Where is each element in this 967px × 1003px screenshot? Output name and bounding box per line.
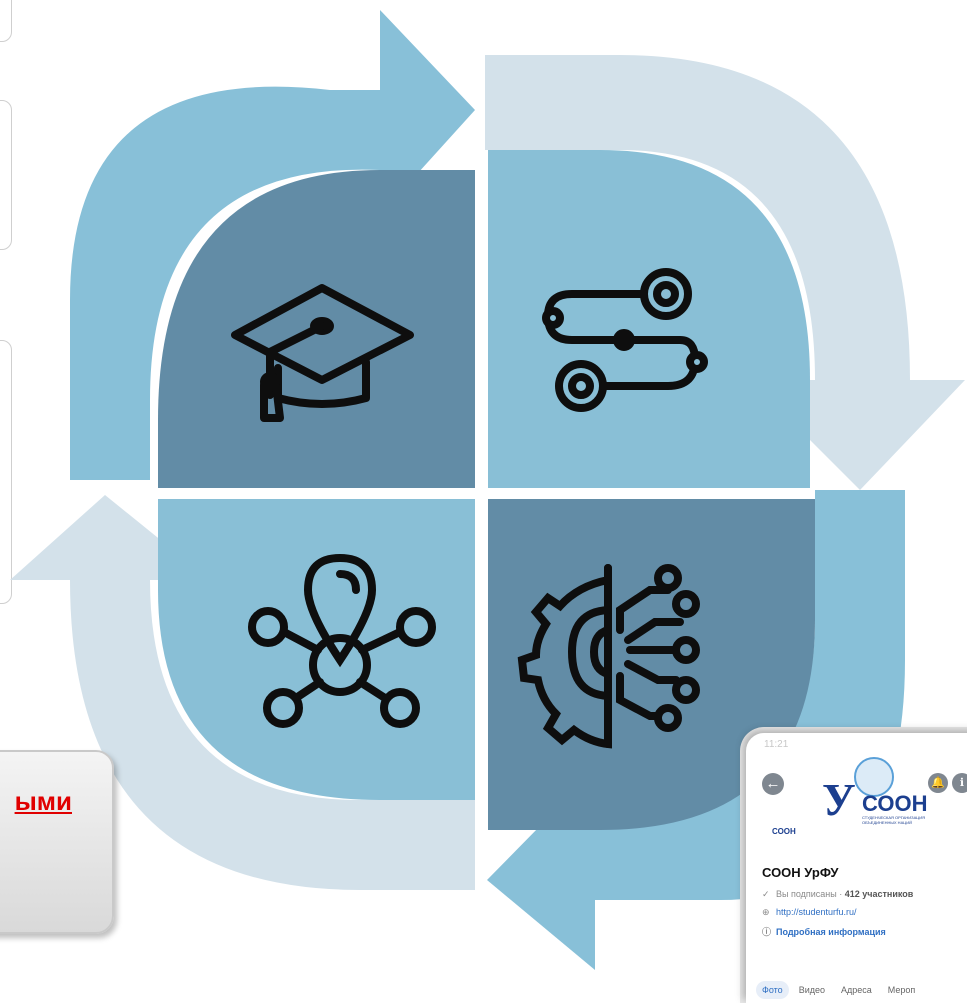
- check-icon: ✓: [762, 889, 770, 899]
- globe-icon: ⊕: [762, 907, 770, 917]
- website-link[interactable]: ⊕ http://studenturfu.ru/: [762, 907, 857, 918]
- arrow-top-left: [70, 10, 475, 480]
- logo-subtitle: СТУДЕНЧЕСКАЯ ОРГАНИЗАЦИЯ ОБЪЕДИНЕННЫХ НА…: [862, 815, 925, 825]
- more-info-label[interactable]: Подробная информация: [776, 927, 886, 937]
- info-icon[interactable]: ℹ: [952, 773, 967, 793]
- location-network-icon: [248, 553, 436, 728]
- phone-screenshot: 11:21 ← У СООН СТУДЕНЧЕСКАЯ ОРГАНИЗАЦИЯ …: [746, 733, 967, 1003]
- status-bar-time: 11:21: [764, 739, 789, 750]
- tab-photo[interactable]: Фото: [756, 981, 789, 999]
- subscription-status: ✓ Вы подписаны · 412 участников: [762, 889, 913, 900]
- tab-video[interactable]: Видео: [798, 985, 825, 995]
- logo-letter: У: [822, 774, 856, 825]
- tabs-bar: Фото Видео Адреса Мероп: [756, 981, 925, 999]
- route-path-icon: [542, 268, 708, 412]
- tab-addresses[interactable]: Адреса: [840, 985, 872, 995]
- un-emblem-icon: [854, 757, 894, 797]
- org-logo: У СООН СТУДЕНЧЕСКАЯ ОРГАНИЗАЦИЯ ОБЪЕДИНЕ…: [822, 757, 927, 825]
- website-url[interactable]: http://studenturfu.ru/: [776, 907, 857, 917]
- bell-icon[interactable]: 🔔: [928, 773, 948, 793]
- arrow-bottom-left: [10, 495, 475, 890]
- subscribed-prefix: Вы подписаны ·: [776, 889, 845, 899]
- red-link-button[interactable]: ыми: [0, 750, 114, 934]
- more-info-link[interactable]: ⓘ Подробная информация: [762, 925, 886, 938]
- info-circle-icon: ⓘ: [762, 927, 772, 937]
- gear-circuit-icon: [517, 564, 700, 749]
- graduation-cap-icon: [231, 284, 414, 422]
- small-logo: СООН: [772, 827, 796, 836]
- quadrant-bottom-right: [488, 499, 815, 830]
- logo-text: СООН: [862, 791, 928, 816]
- members-count: 412 участников: [844, 889, 914, 899]
- back-arrow-icon[interactable]: ←: [762, 773, 784, 795]
- tab-events[interactable]: Мероп: [887, 985, 916, 995]
- group-title: СООН УрФУ: [762, 865, 839, 880]
- arrow-top-right: [485, 55, 965, 490]
- red-link-label[interactable]: ыми: [14, 786, 72, 816]
